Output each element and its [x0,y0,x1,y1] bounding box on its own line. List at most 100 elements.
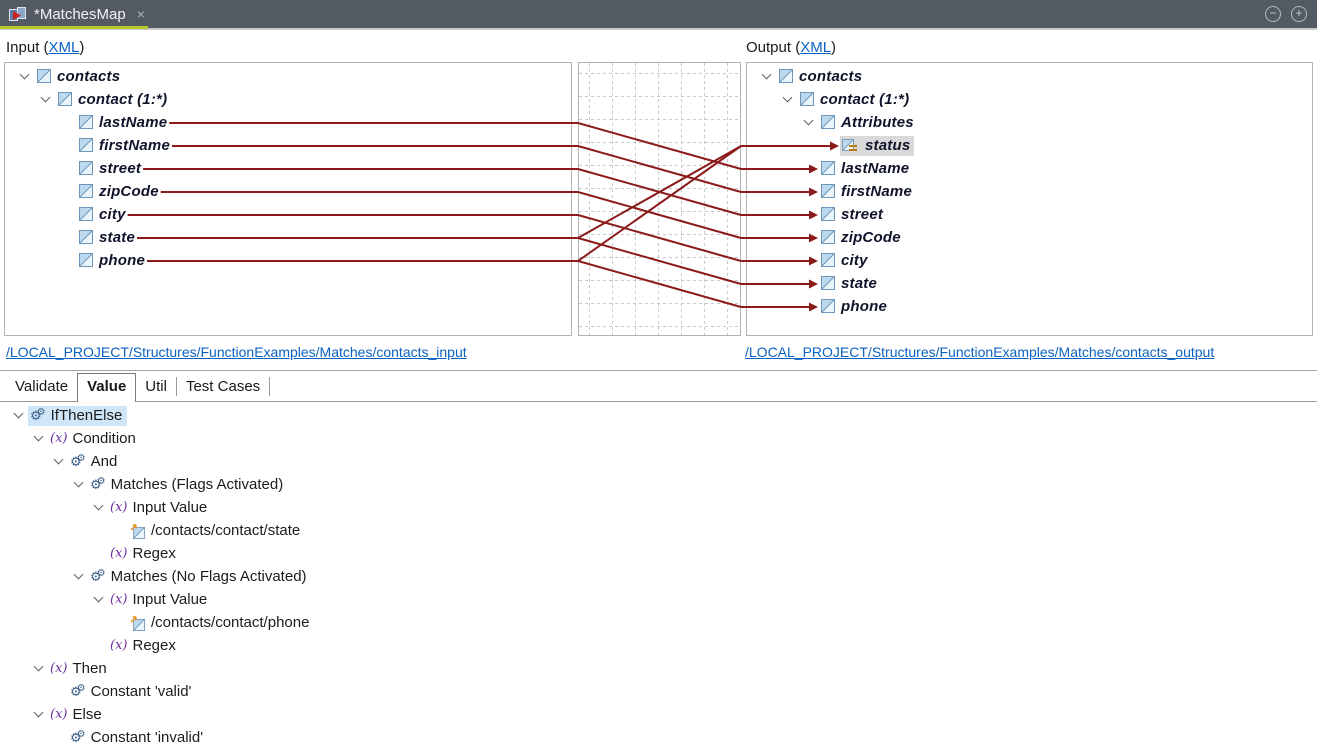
chevron-down-icon[interactable] [782,92,792,103]
function-tree-row[interactable]: ⚙⚙Constant 'invalid' [0,726,1317,749]
chevron-down-icon[interactable] [93,500,103,511]
output-tree-row-street[interactable]: street [747,203,1312,226]
chevron-down-icon[interactable] [33,707,43,718]
expression-fx-icon: (x) [110,499,128,515]
function-tree-row[interactable]: (x)Input Value [0,496,1317,519]
function-tree-row[interactable]: ⚙⚙And [0,450,1317,473]
node-label: street [841,205,884,223]
input-tree-row-contacts[interactable]: contacts [5,65,571,88]
function-tree-row[interactable]: /contacts/contact/state [0,519,1317,542]
function-label: IfThenElse [50,406,123,424]
output-tree-row-contacts[interactable]: contacts [747,65,1312,88]
function-tree-row[interactable]: /contacts/contact/phone [0,611,1317,634]
chevron-down-icon[interactable] [73,477,83,488]
output-xml-link[interactable]: XML [800,39,832,56]
input-tree-row-state[interactable]: state [5,226,571,249]
node-label-group: contact (1:*) [798,90,913,110]
function-label: Matches (No Flags Activated) [110,567,307,585]
function-tree-row[interactable]: (x)Regex [0,542,1317,565]
chevron-down-icon[interactable] [13,408,23,419]
chevron-down-icon[interactable] [19,69,29,80]
chevron-down-icon[interactable] [40,92,50,103]
function-tree-row[interactable]: ⚙⚙IfThenElse [0,404,1317,427]
node-label-group: lastName [77,113,171,133]
node-label-group: zipCode [819,228,905,248]
output-tree-row-phone[interactable]: phone [747,295,1312,318]
function-label: Else [72,705,102,723]
function-label-group: (x)Else [48,705,107,725]
chevron-down-icon[interactable] [761,69,771,80]
function-label: Then [72,659,107,677]
xml-element-icon [79,230,93,244]
input-xml-link[interactable]: XML [48,39,80,56]
function-tree-row[interactable]: ⚙⚙Matches (Flags Activated) [0,473,1317,496]
expand-icon[interactable]: + [1291,6,1307,22]
function-label: /contacts/contact/phone [151,613,310,631]
tab-validate[interactable]: Validate [15,378,69,395]
xml-element-icon [79,253,93,267]
node-reference-icon [130,615,146,631]
xml-element-icon [821,299,835,313]
chevron-down-icon[interactable] [73,569,83,580]
output-tree-row-zipCode[interactable]: zipCode [747,226,1312,249]
function-tree-row[interactable]: (x)Input Value [0,588,1317,611]
input-tree-row-phone[interactable]: phone [5,249,571,272]
output-tree-row-contact[interactable]: contact (1:*) [747,88,1312,111]
output-structure-link[interactable]: /LOCAL_PROJECT/Structures/FunctionExampl… [745,344,1215,360]
input-label-text: Input ( [6,39,49,56]
window-controls: − + [1265,6,1317,22]
output-tree-row-city[interactable]: city [747,249,1312,272]
node-label: contacts [799,67,863,85]
xml-element-icon [779,69,793,83]
output-tree-row-Attributes[interactable]: Attributes [747,111,1312,134]
chevron-down-icon[interactable] [53,454,63,465]
node-label-group: state [77,228,139,248]
chevron-down-icon[interactable] [33,431,43,442]
node-label-group: state [819,274,881,294]
xml-element-icon [821,184,835,198]
xml-attribute-icon [842,138,859,153]
input-tree-row-contact[interactable]: contact (1:*) [5,88,571,111]
output-tree-row-firstName[interactable]: firstName [747,180,1312,203]
function-tree-row[interactable]: (x)Regex [0,634,1317,657]
input-tree-row-zipCode[interactable]: zipCode [5,180,571,203]
collapse-icon[interactable]: − [1265,6,1281,22]
xml-element-icon [37,69,51,83]
input-tree-row-street[interactable]: street [5,157,571,180]
function-label-group: ⚙⚙Constant 'invalid' [68,728,208,748]
node-label-group: contacts [777,67,866,87]
node-label: phone [841,297,887,315]
output-tree-row-lastName[interactable]: lastName [747,157,1312,180]
document-tab[interactable]: *MatchesMap × [0,0,157,29]
node-label-group: phone [819,297,891,317]
input-structure-link[interactable]: /LOCAL_PROJECT/Structures/FunctionExampl… [6,344,467,360]
tab-value[interactable]: Value [77,373,137,402]
function-tree-row[interactable]: (x)Then [0,657,1317,680]
tab-test-cases[interactable]: Test Cases [185,378,261,395]
function-label-group: ⚙⚙Matches (No Flags Activated) [88,567,312,587]
chevron-down-icon[interactable] [803,115,813,126]
chevron-down-icon[interactable] [33,661,43,672]
node-label-group: contact (1:*) [56,90,171,110]
node-label-group: zipCode [77,182,163,202]
function-tree-row[interactable]: ⚙⚙Matches (No Flags Activated) [0,565,1317,588]
chevron-down-icon[interactable] [93,592,103,603]
active-tab-indicator [0,26,148,29]
connection-grid-panel [578,62,741,336]
input-tree-row-city[interactable]: city [5,203,571,226]
input-tree-row-lastName[interactable]: lastName [5,111,571,134]
function-tree-row[interactable]: (x)Else [0,703,1317,726]
output-tree-row-status[interactable]: status [747,134,1312,157]
close-icon[interactable]: × [136,6,145,22]
function-tree-row[interactable]: (x)Condition [0,427,1317,450]
node-reference-icon [130,523,146,539]
function-tree-row[interactable]: ⚙⚙Constant 'valid' [0,680,1317,703]
mapping-document-icon [8,6,27,22]
function-label: Regex [132,636,176,654]
xml-element-icon [821,207,835,221]
input-tree-row-firstName[interactable]: firstName [5,134,571,157]
output-tree-row-state[interactable]: state [747,272,1312,295]
tab-util[interactable]: Util [145,378,167,395]
function-label: Constant 'valid' [90,682,192,700]
